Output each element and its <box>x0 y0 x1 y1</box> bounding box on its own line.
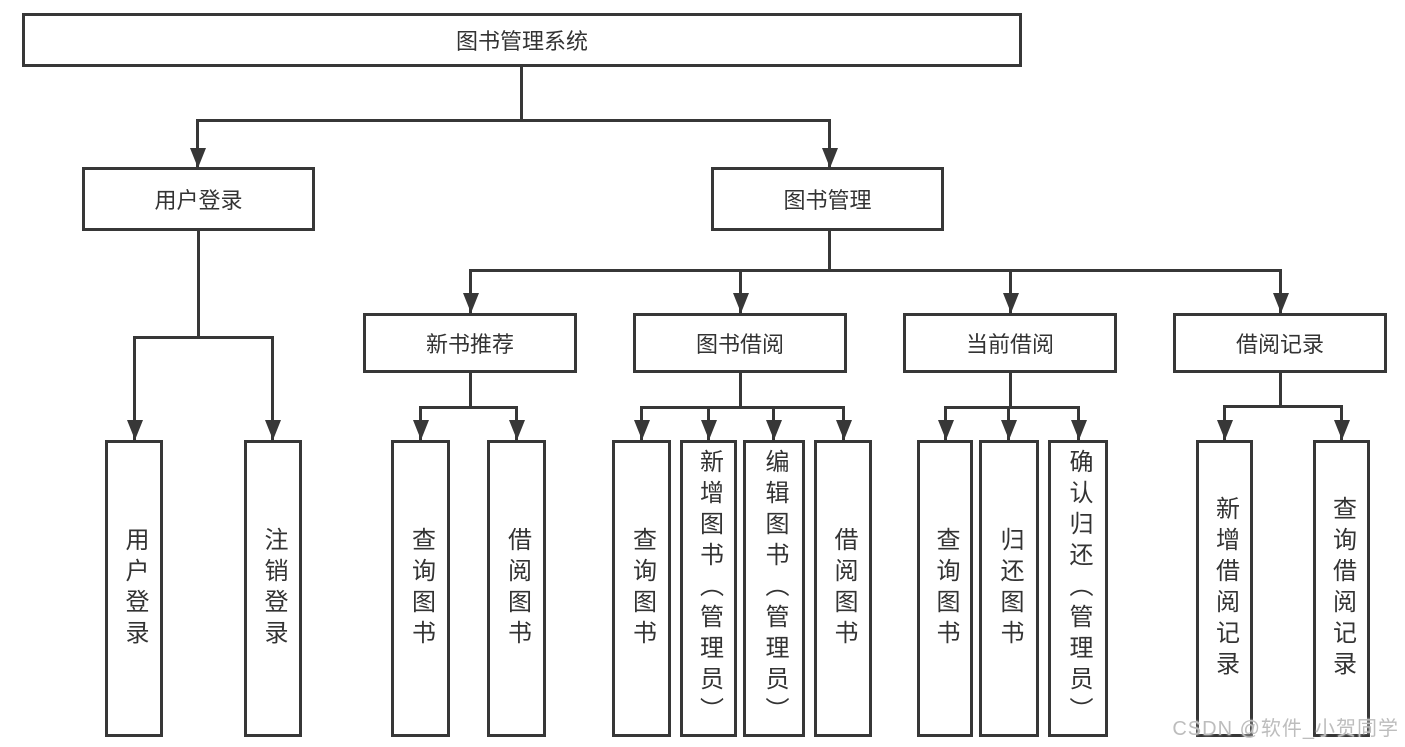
connector-vline <box>739 373 742 408</box>
connector-arrow <box>842 407 845 440</box>
connector-arrow <box>707 407 710 440</box>
connector-arrow <box>1340 406 1343 440</box>
leaf-label: 归还图书 <box>996 526 1023 651</box>
leaf-confirm-return-admin: 确认归还（管理员） <box>1048 440 1108 737</box>
connector-arrow <box>133 337 136 440</box>
connector-vline <box>469 373 472 408</box>
connector-arrow <box>1007 407 1010 440</box>
node-borrow-records: 借阅记录 <box>1173 313 1387 373</box>
leaf-borrow-books-recommend: 借阅图书 <box>487 440 546 737</box>
connector-vline <box>197 231 200 337</box>
connector-arrow <box>469 270 472 313</box>
leaf-label: 借阅图书 <box>503 526 531 651</box>
node-user-login: 用户登录 <box>82 167 315 231</box>
leaf-edit-book-admin: 编辑图书（管理员） <box>743 440 805 737</box>
connector-hline <box>196 119 831 122</box>
leaf-borrow-books-borrowing: 借阅图书 <box>814 440 872 737</box>
leaf-label: 查询图书 <box>407 526 435 651</box>
leaf-logout: 注销登录 <box>244 440 302 737</box>
connector-arrow <box>1279 270 1282 313</box>
node-root-library-system: 图书管理系统 <box>22 13 1022 67</box>
node-book-management: 图书管理 <box>711 167 944 231</box>
connector-arrow <box>640 407 643 440</box>
leaf-add-borrow-record: 新增借阅记录 <box>1196 440 1253 737</box>
node-label: 借阅记录 <box>1235 332 1324 357</box>
node-book-borrowing: 图书借阅 <box>633 313 847 373</box>
leaf-label: 用户登录 <box>121 526 148 651</box>
leaf-label: 确认归还（管理员） <box>1065 449 1092 728</box>
leaf-query-books-borrowing: 查询图书 <box>612 440 671 737</box>
leaf-label: 新增借阅记录 <box>1211 495 1239 682</box>
connector-hline <box>133 336 274 339</box>
connector-arrow <box>1223 406 1226 440</box>
connector-arrow <box>271 337 274 440</box>
connector-hline <box>419 406 518 409</box>
node-label: 用户登录 <box>154 188 243 213</box>
connector-arrow <box>515 407 518 440</box>
connector-vline <box>1009 373 1012 408</box>
leaf-add-book-admin: 新增图书（管理员） <box>680 440 737 737</box>
connector-vline <box>1279 373 1282 407</box>
connector-arrow <box>196 120 199 168</box>
leaf-return-book: 归还图书 <box>979 440 1039 737</box>
leaf-query-borrow-record: 查询借阅记录 <box>1313 440 1370 737</box>
connector-arrow <box>944 407 947 440</box>
connector-arrow <box>772 407 775 440</box>
leaf-label: 注销登录 <box>260 526 287 651</box>
leaf-label: 借阅图书 <box>830 526 857 651</box>
node-new-book-recommend: 新书推荐 <box>363 313 577 373</box>
connector-arrow <box>739 270 742 313</box>
leaf-label: 编辑图书（管理员） <box>761 449 788 728</box>
leaf-label: 查询图书 <box>932 526 959 651</box>
leaf-label: 查询图书 <box>628 526 656 651</box>
connector-vline <box>828 231 831 271</box>
connector-hline <box>469 269 1282 272</box>
node-label: 图书管理系统 <box>455 29 588 54</box>
node-label: 新书推荐 <box>425 332 514 357</box>
leaf-label: 新增图书（管理员） <box>695 449 723 728</box>
leaf-query-books-recommend: 查询图书 <box>391 440 450 737</box>
node-label: 当前借阅 <box>965 332 1054 357</box>
connector-arrow <box>1009 270 1012 313</box>
connector-vline <box>520 67 523 120</box>
leaf-query-books-current: 查询图书 <box>917 440 973 737</box>
connector-hline <box>944 406 1080 409</box>
leaf-user-login: 用户登录 <box>105 440 163 737</box>
connector-hline <box>640 406 845 409</box>
connector-hline <box>1223 405 1343 408</box>
connector-arrow <box>1077 407 1080 440</box>
csdn-watermark: CSDN @软件_小贺同学 <box>1172 718 1399 740</box>
connector-arrow <box>828 120 831 168</box>
leaf-label: 查询借阅记录 <box>1328 495 1356 682</box>
node-current-borrowing: 当前借阅 <box>903 313 1117 373</box>
connector-arrow <box>419 407 422 440</box>
node-label: 图书借阅 <box>695 332 784 357</box>
node-label: 图书管理 <box>783 188 872 213</box>
